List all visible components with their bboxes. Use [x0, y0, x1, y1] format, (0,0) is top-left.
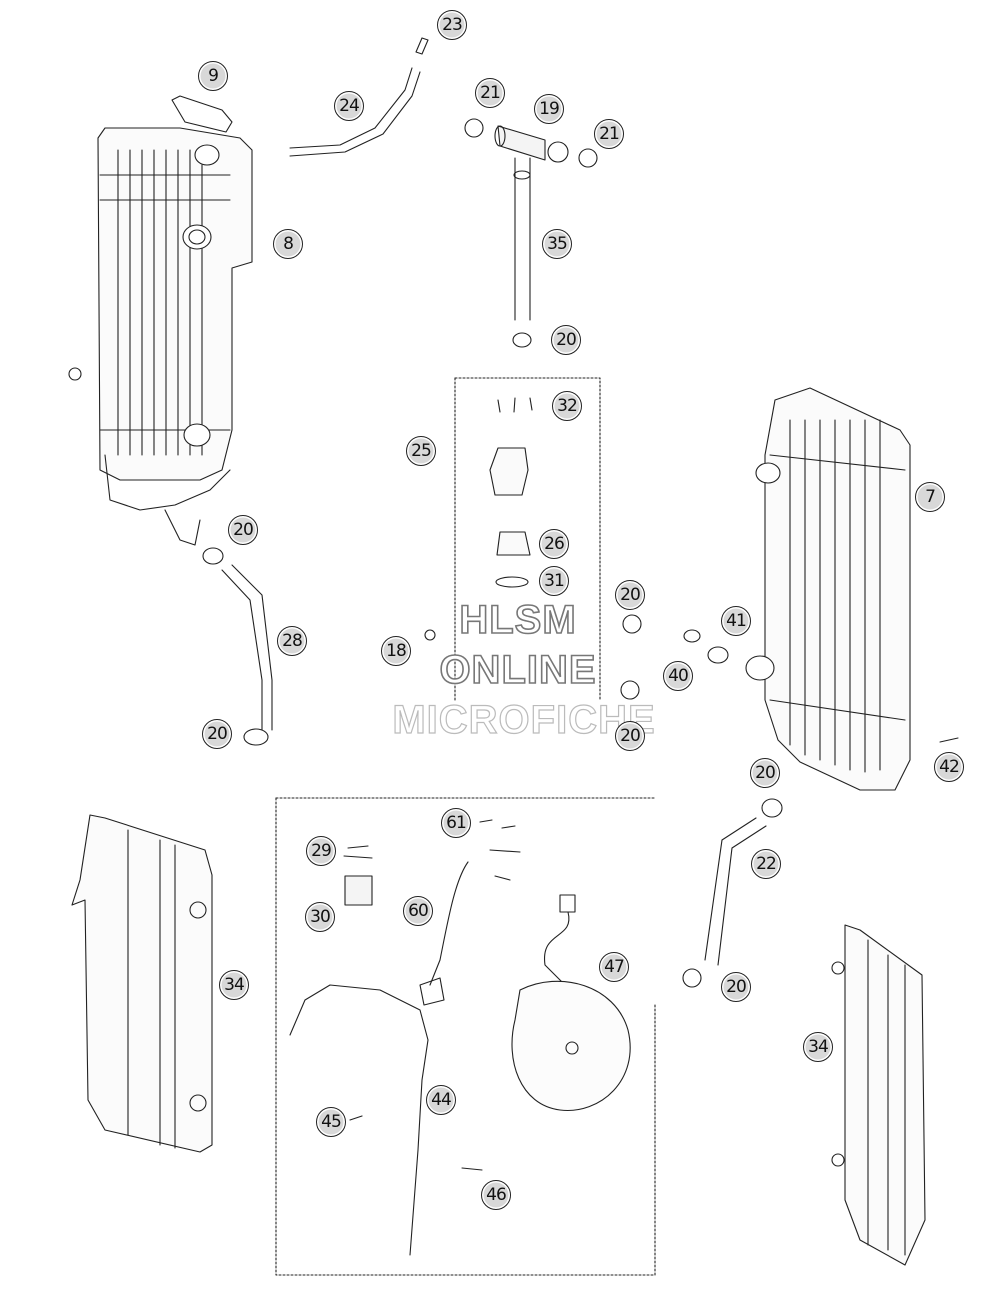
callout-20: 20	[615, 721, 645, 751]
spoiler-right-drawing	[831, 924, 926, 1266]
callout-42: 42	[934, 752, 964, 782]
watermark-line-3: MICROFICHE	[392, 697, 656, 742]
callout-20: 20	[228, 515, 258, 545]
callout-32: 32	[552, 391, 582, 421]
callout-9: 9	[198, 61, 228, 91]
callout-45: 45	[316, 1107, 346, 1137]
callout-26: 26	[539, 529, 569, 559]
hose-22-drawing	[682, 798, 783, 988]
watermark-line-2: ONLINE	[439, 647, 597, 693]
callout-34: 34	[219, 970, 249, 1000]
callout-23: 23	[437, 10, 467, 40]
callout-31: 31	[539, 566, 569, 596]
callout-28: 28	[277, 626, 307, 656]
callout-61: 61	[441, 808, 471, 838]
callout-60: 60	[403, 896, 433, 926]
callout-22: 22	[751, 849, 781, 879]
callout-47: 47	[599, 952, 629, 982]
callout-29: 29	[306, 836, 336, 866]
callout-25: 25	[406, 436, 436, 466]
callout-20: 20	[551, 325, 581, 355]
callout-20: 20	[721, 972, 751, 1002]
watermark-line-1: HLSM	[459, 597, 577, 643]
callout-24: 24	[334, 91, 364, 121]
callout-40: 40	[663, 661, 693, 691]
right-radiator-drawing	[745, 387, 959, 791]
callout-7: 7	[915, 482, 945, 512]
fan-assembly-drawing	[275, 797, 656, 1276]
callout-21: 21	[475, 78, 505, 108]
callout-20: 20	[750, 758, 780, 788]
callout-44: 44	[426, 1085, 456, 1115]
callout-21: 21	[594, 119, 624, 149]
callout-34: 34	[803, 1032, 833, 1062]
callout-20: 20	[202, 719, 232, 749]
callout-18: 18	[381, 636, 411, 666]
callout-30: 30	[305, 902, 335, 932]
callout-19: 19	[534, 94, 564, 124]
callout-35: 35	[542, 229, 572, 259]
hose-24-drawing	[289, 37, 429, 157]
callout-8: 8	[273, 229, 303, 259]
spoiler-left-drawing	[71, 814, 213, 1153]
callout-46: 46	[481, 1180, 511, 1210]
hose-28-drawing	[202, 547, 273, 746]
water-pump-parts-drawing	[424, 377, 729, 701]
callout-41: 41	[721, 606, 751, 636]
thermostat-assembly-drawing	[464, 118, 598, 348]
callout-20: 20	[615, 580, 645, 610]
left-radiator-drawing	[68, 95, 253, 546]
